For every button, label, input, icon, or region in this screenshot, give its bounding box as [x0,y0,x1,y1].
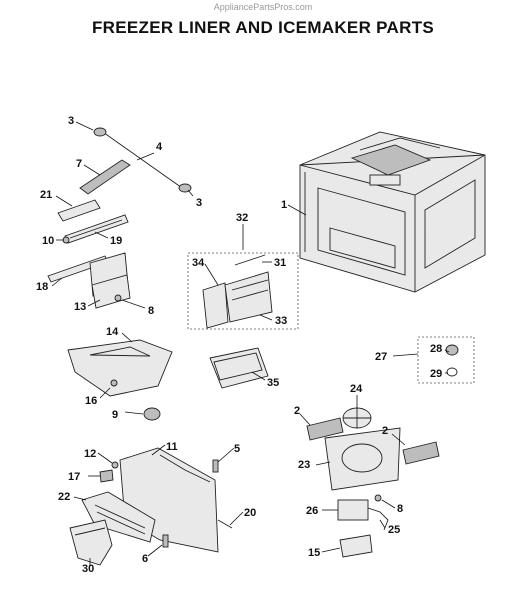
page-title: FREEZER LINER AND ICEMAKER PARTS [91,18,435,37]
valve-kit-part[interactable] [417,336,475,384]
ice-chute-part[interactable] [69,519,113,566]
ice-tray-part[interactable] [209,347,269,389]
freezer-liner-part[interactable] [299,131,486,293]
callout-35: 35 [267,377,279,389]
bracket-part[interactable] [91,274,131,309]
callout-28: 28 [430,343,442,355]
callout-5: 5 [234,443,240,455]
callout-20: 20 [244,507,256,519]
callout-25: 25 [388,524,400,536]
leader-lines [51,121,450,565]
callout-1: 1 [281,199,287,211]
callout-18: 18 [36,281,48,293]
callout-8-bottom: 8 [397,503,403,515]
callout-17: 17 [68,471,80,483]
callout-3-top: 3 [68,115,74,127]
callout-29: 29 [430,368,442,380]
callout-13: 13 [74,301,86,313]
callout-12: 12 [84,448,96,460]
callout-32: 32 [236,212,248,224]
callout-2-right: 2 [382,425,388,437]
callout-19: 19 [110,235,122,247]
icemaker-assembly-part[interactable] [187,252,299,330]
callout-labels: 1 2 2 3 3 4 5 6 7 8 8 9 10 11 12 13 14 1… [36,115,442,575]
fan-housing-part[interactable] [324,427,401,491]
callout-10: 10 [42,235,54,247]
callout-24: 24 [350,383,363,395]
callout-3-bottom: 3 [196,197,202,209]
callout-4: 4 [156,141,163,153]
callout-22: 22 [58,491,70,503]
callout-2-left: 2 [294,405,300,417]
fan-motor-parts[interactable] [337,494,389,558]
callout-15: 15 [308,547,320,559]
fill-tube-shaft-part[interactable] [93,127,192,193]
callout-31: 31 [274,257,286,269]
callout-9: 9 [112,409,118,421]
small-fastener-parts[interactable] [162,459,233,548]
callout-27: 27 [375,351,387,363]
fan-blade-part[interactable] [342,407,372,429]
callout-7: 7 [76,158,82,170]
callout-11: 11 [166,441,178,453]
callout-34: 34 [192,257,205,269]
callout-30: 30 [82,563,94,575]
callout-23: 23 [298,459,310,471]
callout-16: 16 [85,395,97,407]
callout-6: 6 [142,553,148,565]
watermark: AppliancePartsPros.com [213,2,313,12]
auger-motor-housing-part[interactable] [67,339,173,421]
callout-8-top: 8 [148,305,154,317]
callout-33: 33 [275,315,287,327]
grille-part[interactable] [81,491,156,543]
callout-14: 14 [106,326,119,338]
insulation-pad-parts[interactable] [306,417,440,465]
callout-26: 26 [306,505,318,517]
heater-strip-part[interactable] [79,159,131,195]
callout-21: 21 [40,189,52,201]
